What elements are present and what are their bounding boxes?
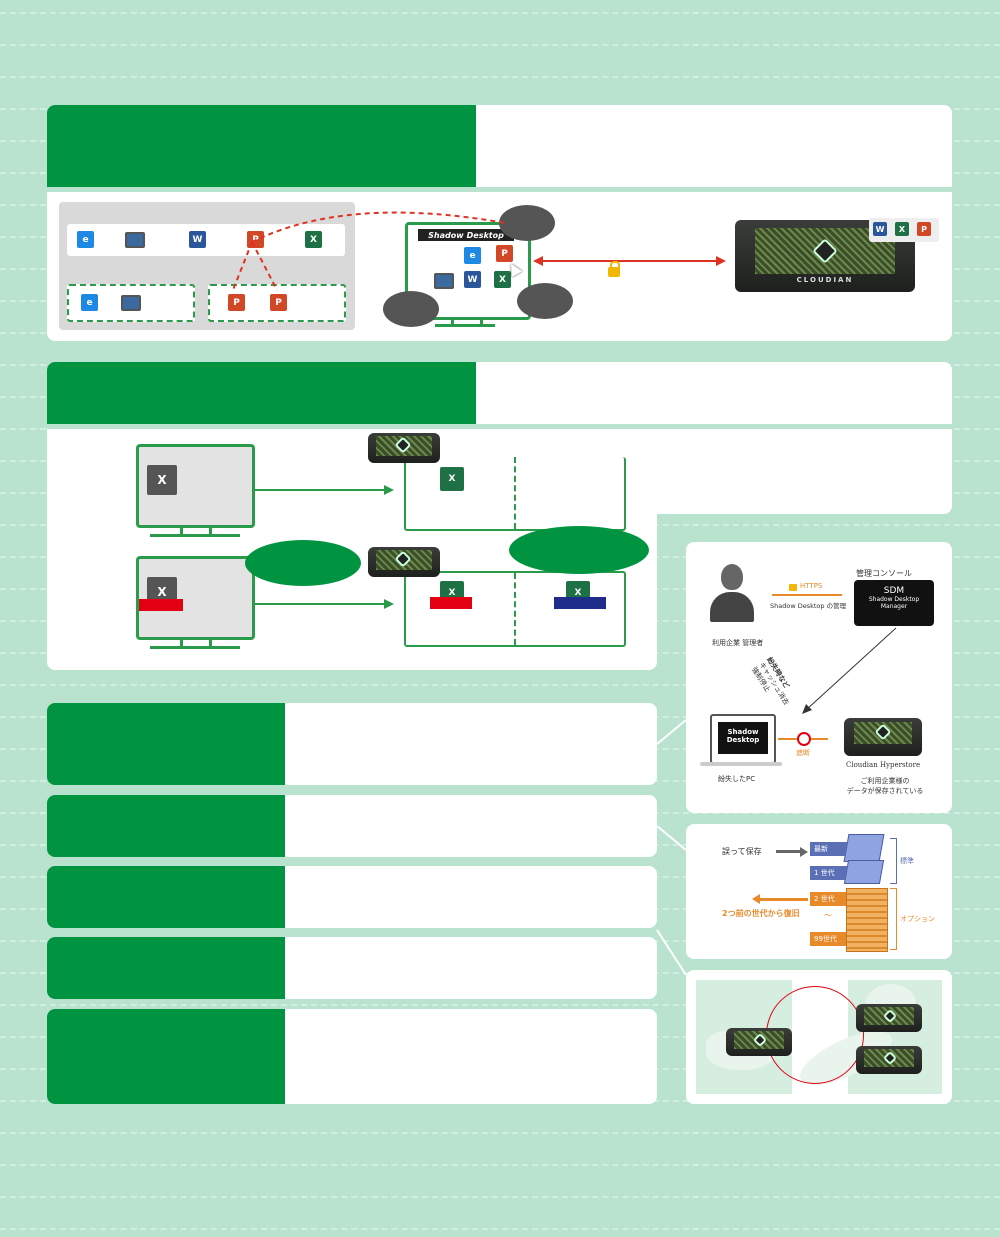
document-stack-icon bbox=[846, 888, 888, 952]
ie-icon: e bbox=[81, 294, 98, 311]
option-label: オプション bbox=[900, 915, 935, 923]
admin-person-icon bbox=[710, 564, 754, 626]
storage-box-1: X bbox=[404, 457, 626, 531]
document-stack-icon bbox=[843, 860, 885, 884]
gen99-tag: 99世代 bbox=[810, 932, 854, 946]
speech-bubble bbox=[509, 526, 649, 574]
pc-icon bbox=[125, 232, 145, 248]
callout-bubble bbox=[383, 291, 439, 327]
background-dash-line bbox=[0, 684, 1000, 686]
word-icon: W bbox=[873, 222, 887, 236]
hyperstore-label: Cloudian Hyperstore bbox=[846, 761, 921, 769]
restore-label: 2つ前の世代から復旧 bbox=[722, 909, 800, 918]
map-panel bbox=[686, 970, 952, 1104]
https-caption: Shadow Desktop の管理 bbox=[770, 602, 847, 610]
card1-header bbox=[47, 105, 476, 187]
save-mistake-label: 誤って保存 bbox=[722, 847, 762, 856]
powerpoint-icon: P bbox=[228, 294, 245, 311]
cloudian-server-small bbox=[726, 1028, 792, 1056]
feature-row-3 bbox=[47, 866, 657, 928]
cloudian-server-small bbox=[856, 1004, 922, 1032]
cloudian-server-small bbox=[856, 1046, 922, 1074]
powerpoint-icon: P bbox=[917, 222, 931, 236]
blue-label bbox=[554, 597, 606, 609]
excel-icon: X bbox=[895, 222, 909, 236]
background-dash-line bbox=[0, 1228, 1000, 1230]
callout-bubble bbox=[499, 205, 555, 241]
background-dash-line bbox=[0, 1164, 1000, 1166]
word-icon: W bbox=[464, 271, 481, 288]
background-dash-line bbox=[0, 76, 1000, 78]
cloudian-server-small bbox=[368, 547, 440, 577]
red-label bbox=[430, 597, 472, 609]
gen2-tag: 2 世代 bbox=[810, 892, 854, 906]
feature-row-2 bbox=[47, 795, 657, 857]
background-dash-line bbox=[0, 1132, 1000, 1134]
pc-monitor-2: X bbox=[136, 556, 255, 640]
feature-row-4 bbox=[47, 937, 657, 999]
cloudian-label: CLOUDIAN bbox=[796, 276, 854, 284]
background-dash-line bbox=[0, 1004, 1000, 1006]
sdm-box: SDM Shadow Desktop Manager bbox=[854, 580, 934, 626]
console-title: 管理コンソール bbox=[856, 569, 912, 578]
powerpoint-icon: P bbox=[496, 245, 513, 262]
red-label bbox=[139, 599, 183, 611]
powerpoint-icon: P bbox=[270, 294, 287, 311]
pc-icon bbox=[434, 273, 454, 289]
https-label: HTTPS bbox=[800, 582, 823, 590]
version-panel: 誤って保存 最新 1 世代 標準 2 世代 〜 99世代 オプション 2つ前の世… bbox=[686, 824, 952, 959]
laptop-icon: Shadow Desktop bbox=[710, 714, 776, 764]
excel-icon: X bbox=[305, 231, 322, 248]
background-dash-line bbox=[0, 12, 1000, 14]
ie-icon: e bbox=[77, 231, 94, 248]
monitor-stand bbox=[451, 317, 483, 325]
background-dash-line bbox=[0, 1196, 1000, 1198]
document-stack-icon bbox=[843, 834, 885, 862]
cloudian-hyperstore-icon bbox=[844, 718, 922, 756]
excel-icon: X bbox=[494, 271, 511, 288]
lost-pc-label: 紛失したPC bbox=[718, 775, 756, 783]
excel-icon: X bbox=[147, 465, 177, 495]
gen1-tag: 1 世代 bbox=[810, 866, 854, 880]
lock-icon bbox=[789, 584, 797, 591]
cut-label: 遮断 bbox=[796, 749, 810, 757]
excel-icon: X bbox=[440, 467, 464, 491]
speech-bubble bbox=[245, 540, 361, 586]
admin-label: 利用企業 管理者 bbox=[712, 639, 764, 647]
data-note: ご利用企業様の データが保存されている bbox=[846, 777, 924, 795]
latest-tag: 最新 bbox=[810, 842, 854, 856]
tilde-label: 〜 bbox=[824, 911, 832, 920]
pc-icon bbox=[121, 295, 141, 311]
pc-monitor-1: X bbox=[136, 444, 255, 528]
feature-row-5 bbox=[47, 1009, 657, 1104]
storage-box-2: X X bbox=[404, 571, 626, 647]
background-dash-line bbox=[0, 44, 1000, 46]
lock-icon bbox=[608, 261, 620, 277]
feature-row-1 bbox=[47, 703, 657, 785]
callout-bubble bbox=[517, 283, 573, 319]
cloudian-server-small bbox=[368, 433, 440, 463]
block-icon bbox=[797, 732, 811, 746]
card2-header bbox=[47, 362, 476, 424]
standard-label: 標準 bbox=[900, 857, 914, 865]
ie-icon: e bbox=[464, 247, 481, 264]
link-lines bbox=[232, 211, 726, 291]
sdm-panel: 管理コンソール HTTPS Shadow Desktop の管理 SDM Sha… bbox=[686, 542, 952, 813]
word-icon: W bbox=[189, 231, 206, 248]
